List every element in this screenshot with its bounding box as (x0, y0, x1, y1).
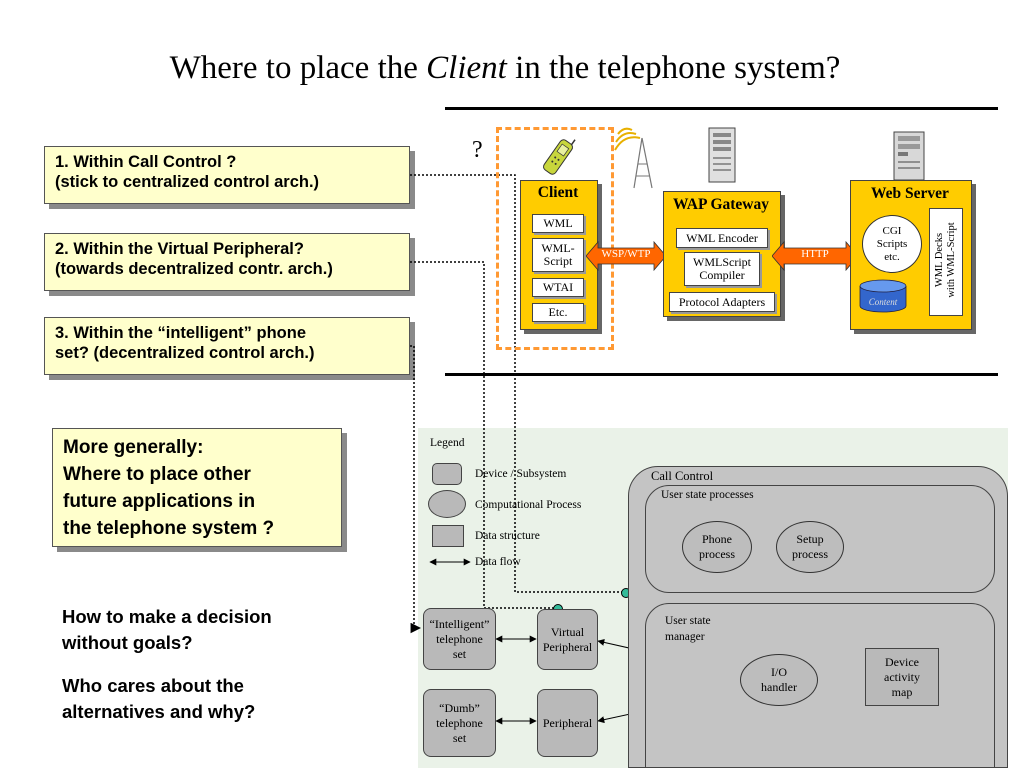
gateway-server-icon (708, 127, 736, 183)
question-2-line-2: (towards decentralized contr. arch.) (55, 260, 333, 278)
phone-process-label: Phone process (699, 532, 735, 561)
question-box-3: 3. Within the “intelligent” phone set? (… (44, 317, 410, 375)
legend-datastructure-label: Data structure (475, 530, 540, 542)
title-pre: Where to place the (169, 50, 427, 86)
connector-q1-to-callcontrol (410, 174, 625, 593)
http-arrow (772, 240, 858, 272)
setup-process-label: Setup process (792, 532, 828, 561)
decision-question-line-1: How to make a decision (62, 606, 272, 627)
virtual-peripheral-label: Virtual Peripheral (542, 624, 593, 654)
mid-divider (445, 373, 998, 376)
user-state-manager-title: User state manager (665, 615, 711, 643)
intelligent-telephone-set: “Intelligent” telephone set (423, 608, 496, 670)
io-handler-oval: I/O handler (740, 654, 818, 706)
client-item-wtai-label: WTAI (542, 280, 574, 294)
wml-decks-label: WML Decks with WML-Script (934, 222, 957, 298)
setup-process-oval: Setup process (776, 521, 844, 573)
slide-title: Where to place the Client in the telepho… (0, 50, 1010, 87)
client-item-wmlscript-label: WML- Script (541, 241, 575, 268)
virtual-peripheral-box: Virtual Peripheral (537, 609, 598, 670)
legend-dataflow-label: Data flow (475, 556, 521, 568)
question-3-line-1: 3. Within the “intelligent” phone (55, 324, 307, 342)
question-1-line-2: (stick to centralized control arch.) (55, 173, 320, 191)
dumb-telephone-set: “Dumb” telephone set (423, 689, 496, 757)
wap-gateway-title: WAP Gateway (672, 196, 769, 213)
gateway-item-protocol-adapters: Protocol Adapters (669, 292, 775, 312)
more-generally-line-3: future applications in (63, 491, 256, 512)
content-label: Content (868, 297, 898, 307)
call-control-title: Call Control (651, 469, 714, 483)
question-box-1: 1. Within Call Control ? (stick to centr… (44, 146, 410, 204)
client-dashed-outline (496, 127, 614, 350)
client-item-etc: Etc. (532, 303, 584, 322)
mobile-phone-icon (543, 139, 576, 175)
legend-process-label: Computational Process (475, 499, 582, 511)
title-post: in the telephone system? (506, 50, 841, 86)
client-item-wml-label: WML (543, 216, 573, 230)
decision-question: How to make a decision without goals? (62, 604, 362, 656)
gateway-item-wml-encoder: WML Encoder (676, 228, 768, 248)
question-box-2: 2. Within the Virtual Peripheral? (towar… (44, 233, 410, 291)
cgi-scripts-oval: CGI Scripts etc. (862, 215, 922, 273)
question-1-line-1: 1. Within Call Control ? (55, 153, 237, 171)
cgi-scripts-label: CGI Scripts etc. (876, 224, 908, 263)
decision-question-line-2: without goals? (62, 632, 193, 653)
legend-title: Legend (430, 437, 465, 449)
web-server-title: Web Server (871, 185, 949, 202)
connector-q2-to-virtual (410, 261, 557, 609)
question-3-line-2: set? (decentralized control arch.) (55, 344, 315, 362)
wml-decks-box (929, 208, 963, 316)
intelligent-telephone-label: “Intelligent” telephone set (429, 616, 490, 661)
alternatives-question: Who cares about the alternatives and why… (62, 673, 362, 725)
user-state-processes-title: User state processes (661, 489, 754, 501)
connector-q3-to-intelligent (410, 345, 422, 634)
gateway-item-wmlscript-compiler-label: WMLScript Compiler (693, 255, 751, 282)
more-generally-line-1: More generally: (63, 437, 204, 458)
gateway-item-protocol-adapters-label: Protocol Adapters (678, 294, 766, 309)
more-generally-line-2: Where to place other (63, 464, 251, 485)
dumb-telephone-label: “Dumb” telephone set (436, 700, 483, 745)
peripheral-box: Peripheral (537, 689, 598, 757)
wsp-wtp-arrow (586, 240, 666, 272)
device-activity-map-box: Device activity map (865, 648, 939, 706)
question-2-line-1: 2. Within the Virtual Peripheral? (55, 240, 304, 258)
client-title: Client (537, 184, 579, 201)
antenna-tower-icon (614, 127, 653, 189)
device-activity-map-label: Device activity map (884, 654, 920, 699)
title-emphasis: Client (426, 50, 507, 86)
client-item-wml: WML (532, 214, 584, 233)
web-server-icon (893, 131, 925, 181)
peripheral-label: Peripheral (542, 715, 593, 730)
gateway-item-wml-encoder-label: WML Encoder (686, 230, 758, 245)
more-generally-box: More generally: Where to place other fut… (52, 428, 342, 547)
legend-device-swatch (432, 463, 462, 485)
http-label: HTTP (801, 248, 829, 260)
client-item-etc-label: Etc. (548, 305, 568, 319)
gateway-item-wmlscript-compiler: WMLScript Compiler (684, 252, 760, 286)
client-item-wtai: WTAI (532, 278, 584, 297)
content-database-icon (859, 279, 907, 313)
legend-device-label: Device / Subsystem (475, 468, 567, 480)
legend-process-swatch (428, 490, 466, 518)
io-handler-label: I/O handler (761, 665, 797, 694)
top-divider (445, 107, 998, 110)
client-item-wmlscript: WML- Script (532, 238, 584, 272)
question-mark: ? (472, 137, 483, 163)
alternatives-question-line-2: alternatives and why? (62, 701, 256, 722)
legend-datastructure-swatch (432, 525, 464, 547)
more-generally-line-4: the telephone system ? (63, 518, 275, 539)
wsp-wtp-label: WSP/WTP (601, 248, 651, 260)
alternatives-question-line-1: Who cares about the (62, 675, 244, 696)
phone-process-oval: Phone process (682, 521, 752, 573)
